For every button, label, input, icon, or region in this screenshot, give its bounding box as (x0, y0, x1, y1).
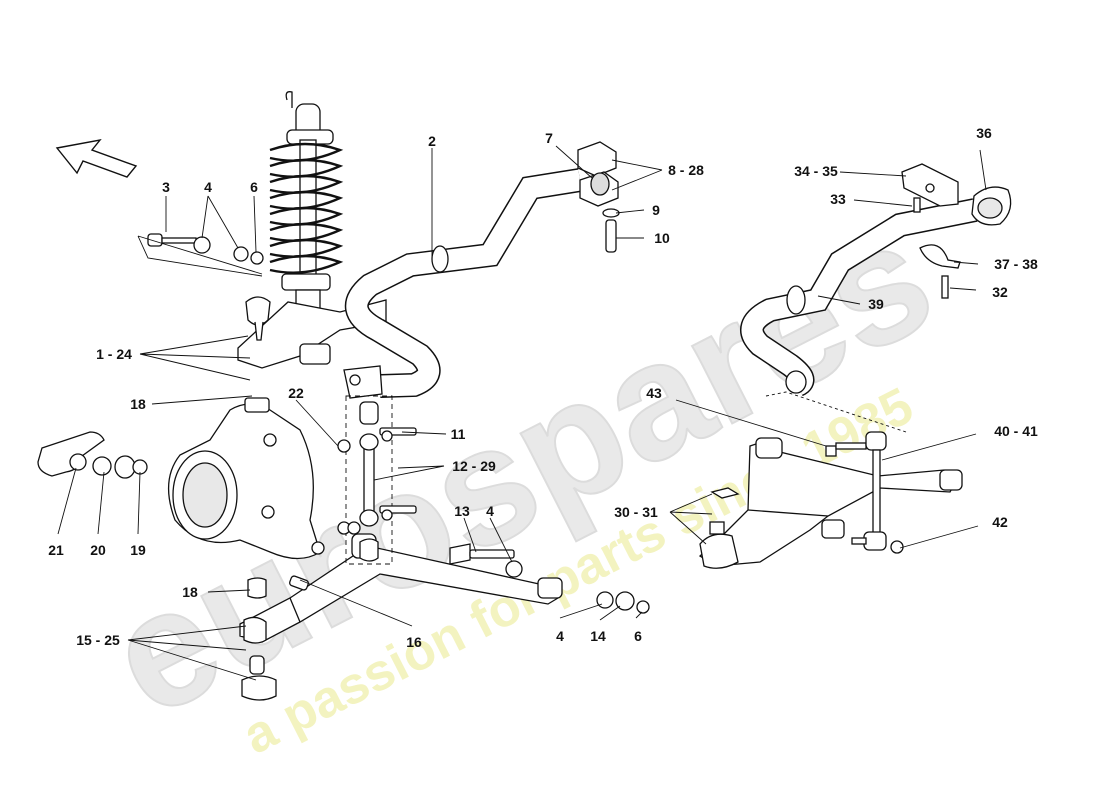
callout-21: 21 (48, 542, 64, 558)
callout-42: 42 (992, 514, 1008, 530)
callout-6-lower: 6 (634, 628, 642, 644)
upper-wishbone-right (698, 437, 963, 569)
hardware-left (247, 543, 650, 614)
callout-37-38: 37 - 38 (994, 256, 1038, 272)
stabilizer-bracket-left (577, 141, 620, 253)
callout-8-28: 8 - 28 (668, 162, 704, 178)
stabilizer-bar-right (740, 198, 978, 397)
callout-30-31: 30 - 31 (614, 504, 658, 520)
callout-16: 16 (406, 634, 422, 650)
callout-4-mid: 4 (486, 503, 494, 519)
callout-13: 13 (454, 503, 470, 519)
callout-33: 33 (830, 191, 846, 207)
callout-20: 20 (90, 542, 106, 558)
callout-32: 32 (992, 284, 1008, 300)
hardware-top-left (147, 233, 264, 265)
callout-18-lower: 18 (182, 584, 198, 600)
callout-40-41: 40 - 41 (994, 423, 1038, 439)
stabilizer-bar-left (343, 168, 582, 399)
callout-9: 9 (652, 202, 660, 218)
callout-39: 39 (868, 296, 884, 312)
direction-arrow-icon (55, 138, 138, 178)
callout-11: 11 (451, 426, 466, 442)
tie-rod-end (37, 431, 148, 479)
callout-3: 3 (162, 179, 170, 195)
leader-lines (57, 145, 987, 681)
callout-4: 4 (204, 179, 212, 195)
callout-2: 2 (428, 133, 436, 149)
lower-ball-joint (241, 655, 277, 701)
callout-15-25: 15 - 25 (76, 632, 120, 648)
callout-10: 10 (654, 230, 670, 246)
coupling-rod-right (710, 431, 904, 554)
callout-34-35: 34 - 35 (794, 163, 838, 179)
coupling-rod-left (337, 395, 417, 565)
callout-12-29: 12 - 29 (452, 458, 496, 474)
coil-spring-damper (269, 91, 344, 313)
callout-43: 43 (646, 385, 662, 401)
callout-6: 6 (250, 179, 258, 195)
stabilizer-bracket-right (901, 163, 1012, 299)
callout-7: 7 (545, 130, 553, 146)
callout-18: 18 (130, 396, 146, 412)
dashed-leader-right (765, 391, 907, 433)
callout-22: 22 (288, 385, 304, 401)
callout-labels: 3 4 6 1 - 24 18 22 21 20 19 18 15 - 25 1… (48, 125, 1038, 650)
callout-1-24: 1 - 24 (96, 346, 132, 362)
steering-knuckle (167, 397, 325, 560)
callout-14: 14 (590, 628, 606, 644)
callout-4-lower: 4 (556, 628, 564, 644)
callout-36: 36 (976, 125, 992, 141)
callout-19: 19 (130, 542, 146, 558)
